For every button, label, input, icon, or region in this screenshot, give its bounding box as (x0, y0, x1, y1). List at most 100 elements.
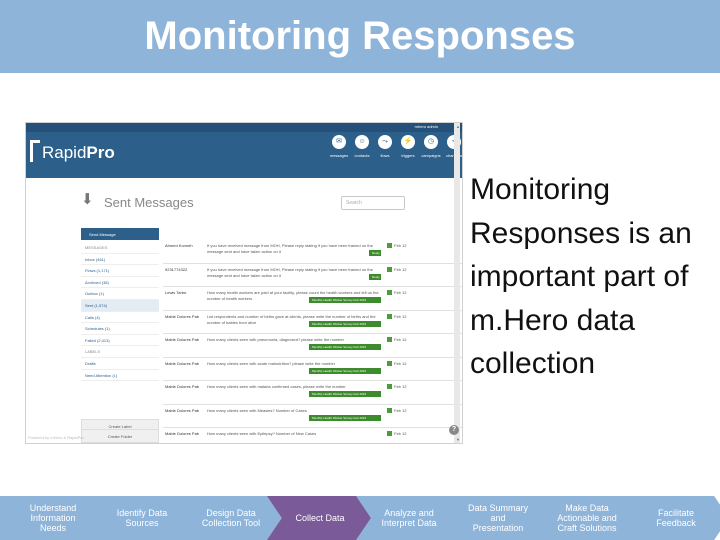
nav-channels[interactable]: ⌁channels (443, 135, 462, 158)
delivered-check-icon (387, 290, 392, 296)
rapidpro-screenshot: mhero admin RapidPro ✉ messages☺contacts⤳… (25, 122, 463, 444)
message-text: List respondents and number of births ga… (207, 313, 376, 325)
nav-label: flows (380, 153, 390, 158)
process-step: Make Data Actionable and Craft Solutions (534, 496, 640, 540)
nav-messages[interactable]: ✉ messages (328, 135, 350, 158)
title-banner (0, 0, 720, 73)
message-date-text: Feb 12 (394, 407, 407, 413)
message-contact[interactable]: Mable Dolores Pab (165, 407, 200, 413)
message-label-tag[interactable]: Monthly Health Worker Survey Feb 2016 (309, 414, 381, 421)
message-text: If you have received message from MOH, P… (207, 243, 373, 254)
message-contact[interactable]: Mable Dolores Pab (165, 384, 200, 389)
message-contact[interactable]: Mable Dolores Pab (165, 431, 200, 436)
table-row[interactable]: Ahmed Konneh If you have received message… (163, 240, 462, 264)
message-contact[interactable]: Ahmed Konneh (165, 243, 193, 248)
scroll-down-icon[interactable]: ▼ (456, 437, 460, 442)
message-date: Feb 12 (387, 267, 406, 272)
folder-item[interactable]: Drafts (81, 358, 159, 370)
process-step: Analyze and Interpret Data (356, 496, 462, 540)
message-contact[interactable]: Mable Dolores Pab (165, 360, 200, 366)
message-label-tag[interactable]: Reply (369, 273, 381, 280)
process-step-label: Analyze and Interpret Data (381, 508, 437, 528)
delivered-check-icon (387, 337, 392, 343)
message-date: Feb 12 (387, 384, 407, 390)
message-contact[interactable]: Lewis Tartor (165, 290, 187, 295)
message-date-text: Feb 12 (394, 243, 407, 248)
send-message-button[interactable]: Send Message (81, 228, 159, 240)
message-label-tag[interactable]: Monthly Health Worker Survey Feb 2016 (309, 367, 381, 374)
folder-item[interactable]: Failed (2,413) (81, 335, 159, 347)
folder-heading: MESSAGES (81, 242, 159, 254)
nav-flows[interactable]: ⤳flows (374, 135, 396, 158)
page-title: Sent Messages (104, 195, 194, 210)
folder-item[interactable]: Outbox (1) (81, 288, 159, 300)
message-text: How many clients seen with malaria confi… (207, 384, 346, 389)
folder-item[interactable]: Flows (1,171) (81, 265, 159, 277)
app-footer: Powered by mHero & RapidPro (28, 435, 84, 440)
slide-title: Monitoring Responses (144, 14, 576, 58)
message-date-text: Feb 12 (394, 384, 407, 389)
app-top-strip (26, 123, 462, 132)
help-icon[interactable]: ? (449, 425, 459, 435)
process-step-label: Understand Information Needs (29, 503, 77, 533)
folder-item[interactable]: Need Attention (1) (81, 370, 159, 382)
rapidpro-logo[interactable]: RapidPro (42, 143, 115, 162)
nav-label: messages (329, 153, 349, 158)
nav-label: triggers (401, 153, 415, 158)
folder-item[interactable]: Sent (1,574) (81, 299, 159, 312)
message-date-text: Feb 12 (394, 313, 407, 319)
message-date-text: Feb 12 (394, 290, 407, 295)
process-step-label: Make Data Actionable and Craft Solutions (557, 503, 617, 533)
delivered-check-icon (387, 407, 392, 413)
process-step: Understand Information Needs (0, 496, 106, 540)
message-contact[interactable]: Mable Dolores Pab (165, 337, 200, 342)
process-flow: Understand Information Needs Identify Dat… (0, 496, 720, 540)
folder-item[interactable]: Schedules (1) (81, 323, 159, 335)
process-step-label: Data Summary and Presentation (467, 503, 529, 533)
message-contact[interactable]: 9231774322 (165, 266, 188, 272)
message-label-tag[interactable]: Monthly Health Worker Survey Feb 2016 (309, 320, 381, 327)
process-step-label: Identify Data Sources (116, 508, 168, 528)
message-label-tag[interactable]: Reply (369, 250, 381, 256)
search-input[interactable]: Search (341, 196, 405, 210)
message-icon: ✉ (332, 135, 346, 149)
folder-item[interactable]: Archived (38) (81, 277, 159, 289)
create-folder-button[interactable]: Create Folder (81, 429, 159, 443)
folder-item[interactable]: Inbox (461) (81, 254, 159, 266)
process-step-label: Design Data Collection Tool (201, 508, 261, 528)
message-text: How many clients seen with acute malnutr… (207, 360, 336, 366)
process-step-label: Collect Data (295, 513, 345, 523)
nav-contacts[interactable]: ☺contacts (351, 135, 373, 158)
delivered-check-icon (387, 431, 392, 437)
process-step: Identify Data Sources (89, 496, 195, 540)
scroll-up-icon[interactable]: ▲ (456, 124, 460, 129)
message-list: Ahmed Konneh If you have received message… (163, 240, 462, 443)
message-label-tag[interactable]: Monthly Health Worker Survey Feb 2016 (309, 297, 381, 303)
message-contact[interactable]: Mable Dolores Pab (165, 313, 200, 319)
campaigns-icon: ◷ (424, 135, 438, 149)
table-row[interactable]: 9231774322 If you have received message f… (163, 264, 462, 287)
table-row[interactable]: Mable Dolores Pab List respondents and nu… (163, 311, 462, 334)
process-step-label: Facilitate Feedback (656, 508, 696, 528)
nav-label: channels (443, 153, 462, 158)
message-text: If you have received message from MOH, P… (207, 266, 373, 278)
delivered-check-icon (387, 313, 392, 319)
table-row[interactable]: Mable Dolores Pab How many clients seen w… (163, 358, 462, 381)
message-label-tag[interactable]: Monthly Health Worker Survey Feb 2016 (309, 344, 381, 350)
delivered-check-icon (387, 384, 392, 390)
message-date-text: Feb 12 (394, 337, 407, 342)
message-date-text: Feb 12 (394, 266, 407, 272)
scrollbar[interactable] (454, 123, 460, 443)
nav-triggers[interactable]: ⚡triggers (397, 135, 419, 158)
delivered-check-icon (387, 243, 392, 249)
nav-campaigns[interactable]: ◷campaigns (420, 135, 442, 158)
process-step: Collect Data (267, 496, 373, 540)
folder-item[interactable]: Calls (4) (81, 312, 159, 324)
table-row[interactable]: Mable Dolores Pab How many clients seen w… (163, 381, 462, 405)
message-label-tag[interactable]: Monthly Health Worker Survey Feb 2016 (309, 391, 381, 397)
login-link[interactable]: mhero admin (414, 124, 438, 129)
